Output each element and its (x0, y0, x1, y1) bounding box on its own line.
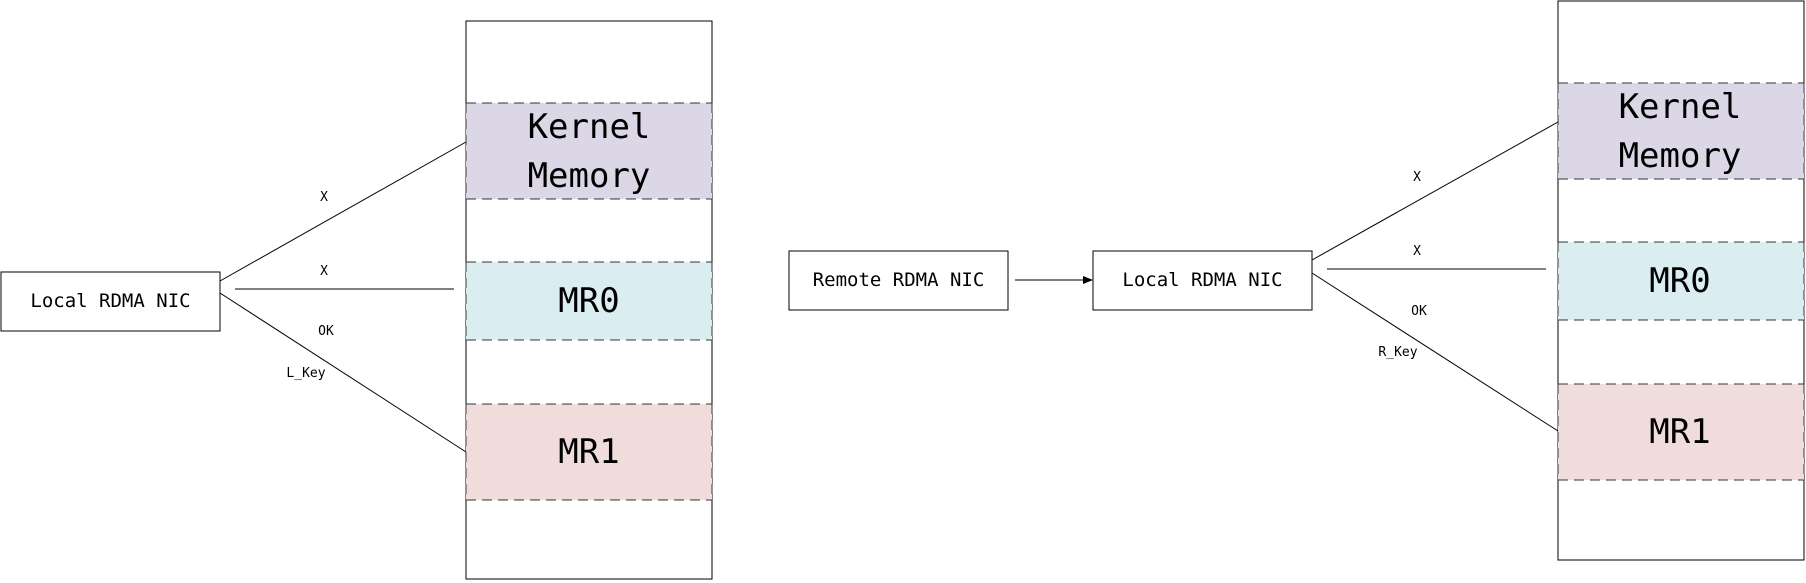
remote-nic: Remote RDMA NIC (788, 250, 1009, 311)
right-local-nic-label: Local RDMA NIC (1122, 269, 1282, 291)
left-diagram: Local RDMA NIC Kernel Memory MR0 (0, 20, 713, 580)
right-kernel-memory-region: Kernel Memory (1557, 82, 1805, 180)
right-local-nic: Local RDMA NIC (1092, 250, 1313, 311)
left-local-nic: Local RDMA NIC (0, 271, 221, 332)
left-edge-mr1-status-label: OK (318, 324, 334, 339)
left-mr1-region: MR1 (465, 403, 713, 501)
right-mr0-label: MR0 (1649, 261, 1710, 301)
right-edge-mr0-label: X (1413, 244, 1421, 259)
right-mr0-region: MR0 (1557, 241, 1805, 321)
left-mr0-region: MR0 (465, 261, 713, 341)
right-edges: X X OK R_Key (1311, 121, 1559, 432)
left-local-nic-label: Local RDMA NIC (30, 290, 190, 312)
left-edges: X X OK L_Key (219, 141, 467, 453)
right-edge-mr1-status-label: OK (1411, 304, 1427, 319)
right-memory-column: Kernel Memory MR0 MR1 (1557, 0, 1805, 561)
left-kernel-memory-region: Kernel Memory (465, 102, 713, 200)
left-edge-to-kernel (219, 141, 467, 282)
right-kernel-memory-label-line2: Memory (1619, 136, 1742, 176)
right-kernel-memory-label-line1: Kernel (1619, 87, 1742, 127)
left-edge-mr0-label: X (320, 264, 328, 279)
left-kernel-memory-label-line1: Kernel (528, 107, 651, 147)
left-edge-to-mr1 (219, 292, 467, 453)
right-diagram: Remote RDMA NIC Local RDMA NIC Kernel Me… (788, 0, 1805, 561)
right-edge-to-mr1 (1311, 272, 1559, 432)
right-edge-mr1-key-label: R_Key (1378, 345, 1417, 360)
right-mr1-label: MR1 (1649, 412, 1710, 452)
left-memory-column: Kernel Memory MR0 MR1 (465, 20, 713, 580)
left-mr1-label: MR1 (558, 432, 619, 472)
remote-nic-label: Remote RDMA NIC (813, 269, 985, 291)
left-edge-kernel-label: X (320, 190, 328, 205)
right-mr1-region: MR1 (1557, 383, 1805, 481)
right-edge-kernel-label: X (1413, 170, 1421, 185)
left-mr0-label: MR0 (558, 281, 619, 321)
left-edge-mr1-key-label: L_Key (286, 366, 325, 381)
right-edge-to-kernel (1311, 121, 1559, 261)
left-kernel-memory-label-line2: Memory (528, 156, 651, 196)
